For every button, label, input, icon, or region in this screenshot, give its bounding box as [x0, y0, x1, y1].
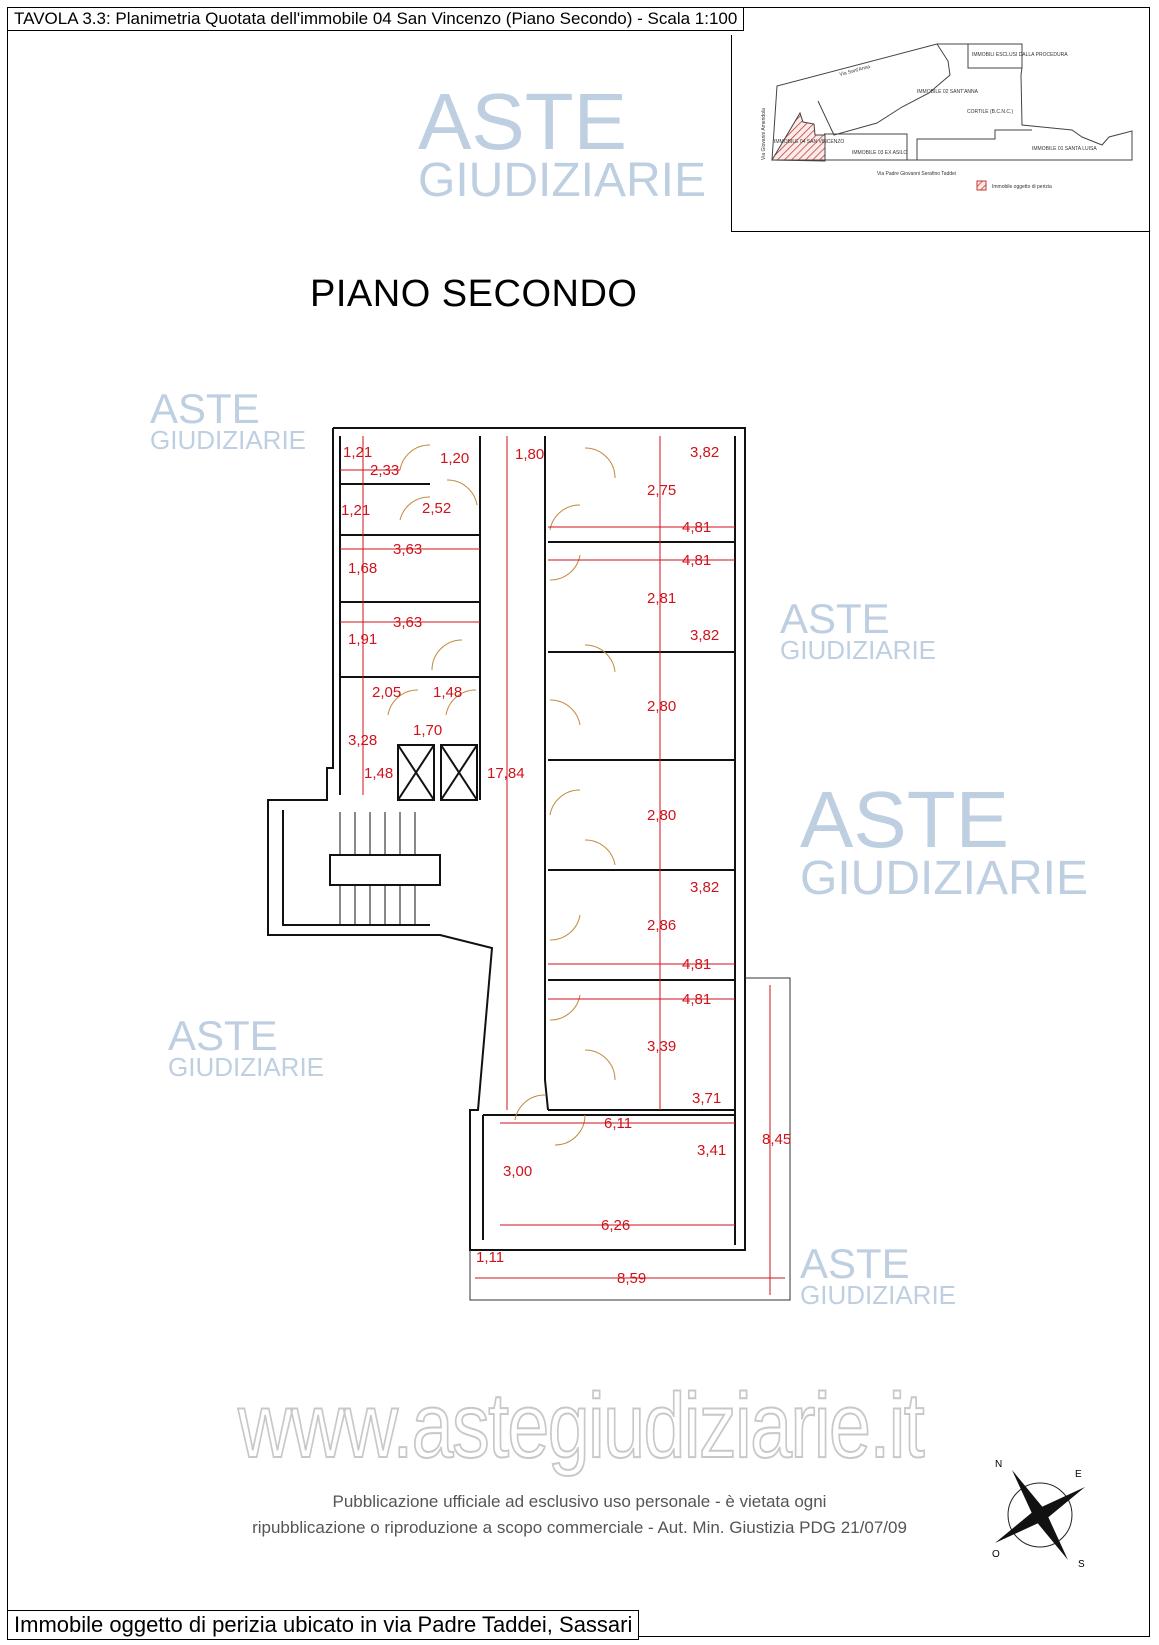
watermark-text: GIUDIZIARIE: [800, 1279, 957, 1310]
legend-label: Immobile oggetto di perizia: [992, 184, 1052, 190]
watermark: ASTE GIUDIZIARIE: [800, 1240, 957, 1310]
subject-property: [771, 111, 826, 162]
watermark: ASTE GIUDIZIARIE: [418, 77, 707, 207]
legend-swatch: [976, 180, 987, 191]
key-map-drawing: Via Sant'Anna Via Giovanni Amendola Via …: [761, 43, 1133, 191]
watermark: ASTE GIUDIZIARIE: [150, 385, 307, 455]
area-label: IMMOBILI ESCLUSI DALLA PROCEDURA: [972, 52, 1068, 58]
notice-line-1: Pubblicazione ufficiale ad esclusivo uso…: [332, 1492, 827, 1511]
area-label: IMMOBILE 03 EX ASILO: [852, 150, 907, 156]
watermark-text: ASTE: [150, 385, 260, 432]
watermark-text: GIUDIZIARIE: [168, 1051, 325, 1082]
area-label: CORTILE (B.C.N.C.): [967, 109, 1013, 115]
watermark-text: GIUDIZIARIE: [800, 851, 1089, 905]
area-label: IMMOBILE 04 SAN VINCENZO: [774, 139, 844, 145]
watermark: ASTE GIUDIZIARIE: [800, 775, 1089, 905]
watermark-text: GIUDIZIARIE: [150, 424, 307, 455]
key-map: Via Sant'Anna Via Giovanni Amendola Via …: [731, 35, 1150, 232]
watermark: ASTE GIUDIZIARIE: [780, 595, 937, 665]
watermark-text: GIUDIZIARIE: [780, 634, 937, 665]
page-title: TAVOLA 3.3: Planimetria Quotata dell'imm…: [7, 7, 745, 31]
footer-caption: Immobile oggetto di perizia ubicato in v…: [7, 1610, 640, 1640]
street-label: Via Giovanni Amendola: [761, 108, 767, 160]
notice-line-2: ripubblicazione o riproduzione a scopo c…: [252, 1518, 907, 1537]
street-label: Via Padre Giovanni Serafino Taddei: [877, 171, 956, 177]
page-heading: PIANO SECONDO: [310, 273, 638, 315]
area-label: IMMOBILE 01 SANTA LUISA: [1032, 146, 1097, 152]
watermark-text: ASTE: [418, 77, 627, 166]
watermark-text: ASTE: [800, 1240, 910, 1287]
street-label: Via Sant'Anna: [839, 64, 871, 78]
watermark-text: ASTE: [780, 595, 890, 642]
watermark-url: www.astegiudiziarie.it: [237, 1375, 925, 1477]
watermark: ASTE GIUDIZIARIE: [168, 1012, 325, 1082]
watermark-text: GIUDIZIARIE: [418, 153, 707, 207]
watermark-text: ASTE: [800, 775, 1009, 864]
watermark-text: ASTE: [168, 1012, 278, 1059]
area-label: IMMOBILE 02 SANT'ANNA: [917, 89, 979, 95]
